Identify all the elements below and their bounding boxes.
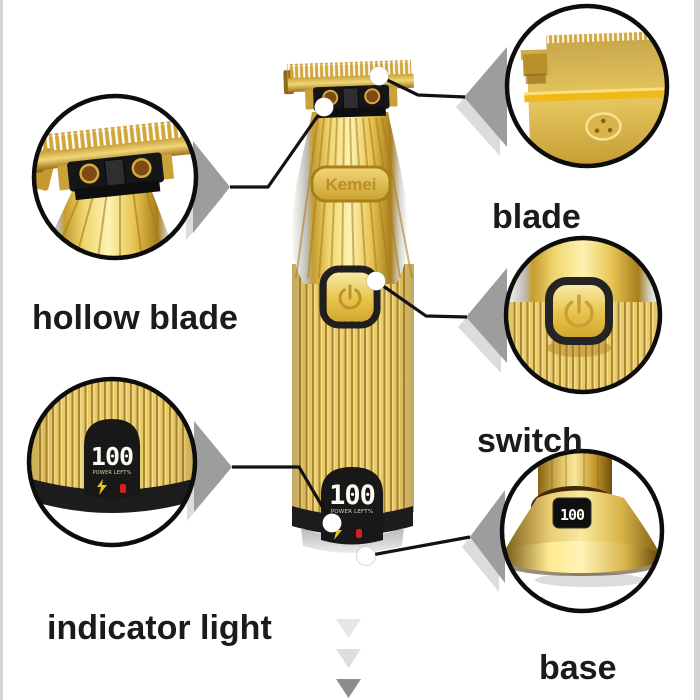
leader-lines bbox=[230, 74, 471, 558]
brand-text: Kemei bbox=[325, 175, 376, 194]
hollow-blade-label: hollow blade bbox=[32, 299, 238, 337]
base-display: 100 bbox=[552, 497, 592, 529]
indicator-light-label: indicator light bbox=[47, 609, 272, 647]
power-icon bbox=[564, 294, 594, 328]
charging-icon bbox=[332, 524, 342, 540]
base-label: base bbox=[539, 649, 617, 687]
indicator-pointer bbox=[194, 421, 232, 512]
battery-percent-value: 100 bbox=[329, 480, 375, 511]
switch-label: switch bbox=[477, 422, 583, 460]
scroll-down-chevrons[interactable] bbox=[336, 619, 361, 698]
base-disc bbox=[502, 541, 661, 573]
anchor-dots bbox=[314, 66, 389, 566]
right-edge-strip bbox=[694, 0, 700, 700]
left-edge-strip bbox=[0, 0, 3, 700]
chevron-down-icon[interactable] bbox=[336, 679, 361, 698]
indicator-light-zoom-circle: 100 POWER LEFT% bbox=[26, 376, 198, 548]
base-zoom-circle: 100 bbox=[499, 448, 665, 614]
switch-zoom-circle bbox=[503, 235, 663, 395]
battery-percent-caption: POWER LEFT% bbox=[93, 470, 132, 476]
switch-pointer bbox=[466, 268, 507, 363]
blade-label: blade bbox=[492, 198, 581, 236]
blade-gold-stripe bbox=[524, 90, 667, 103]
battery-percent-caption: POWER LEFT% bbox=[331, 509, 374, 515]
battery-low-icon bbox=[356, 529, 362, 538]
power-icon bbox=[338, 284, 362, 310]
base-pointer bbox=[470, 490, 505, 583]
battery-percent-value: 100 bbox=[91, 442, 133, 471]
brand-badge: Kemei bbox=[310, 165, 392, 203]
battery-percent-value: 100 bbox=[560, 506, 585, 524]
blade-zoom-circle bbox=[504, 3, 670, 169]
chevron-down-icon[interactable] bbox=[336, 649, 361, 668]
battery-display-zoom: 100 POWER LEFT% bbox=[84, 419, 140, 499]
hollow-blade-zoom-circle bbox=[31, 93, 199, 261]
blade-head bbox=[282, 58, 416, 121]
power-button-zoom bbox=[545, 277, 613, 345]
blade-pointer bbox=[464, 47, 507, 147]
blade-screw-icon bbox=[585, 112, 622, 141]
power-button[interactable] bbox=[319, 265, 381, 329]
battery-display: 100 POWER LEFT% bbox=[321, 467, 383, 545]
trimmer-product: Kemei 100 POWER LEFT% bbox=[282, 58, 416, 553]
hollow-blade-pointer bbox=[193, 141, 230, 233]
chevron-down-icon[interactable] bbox=[336, 619, 361, 638]
charging-icon bbox=[97, 479, 107, 495]
battery-low-icon bbox=[120, 484, 126, 493]
